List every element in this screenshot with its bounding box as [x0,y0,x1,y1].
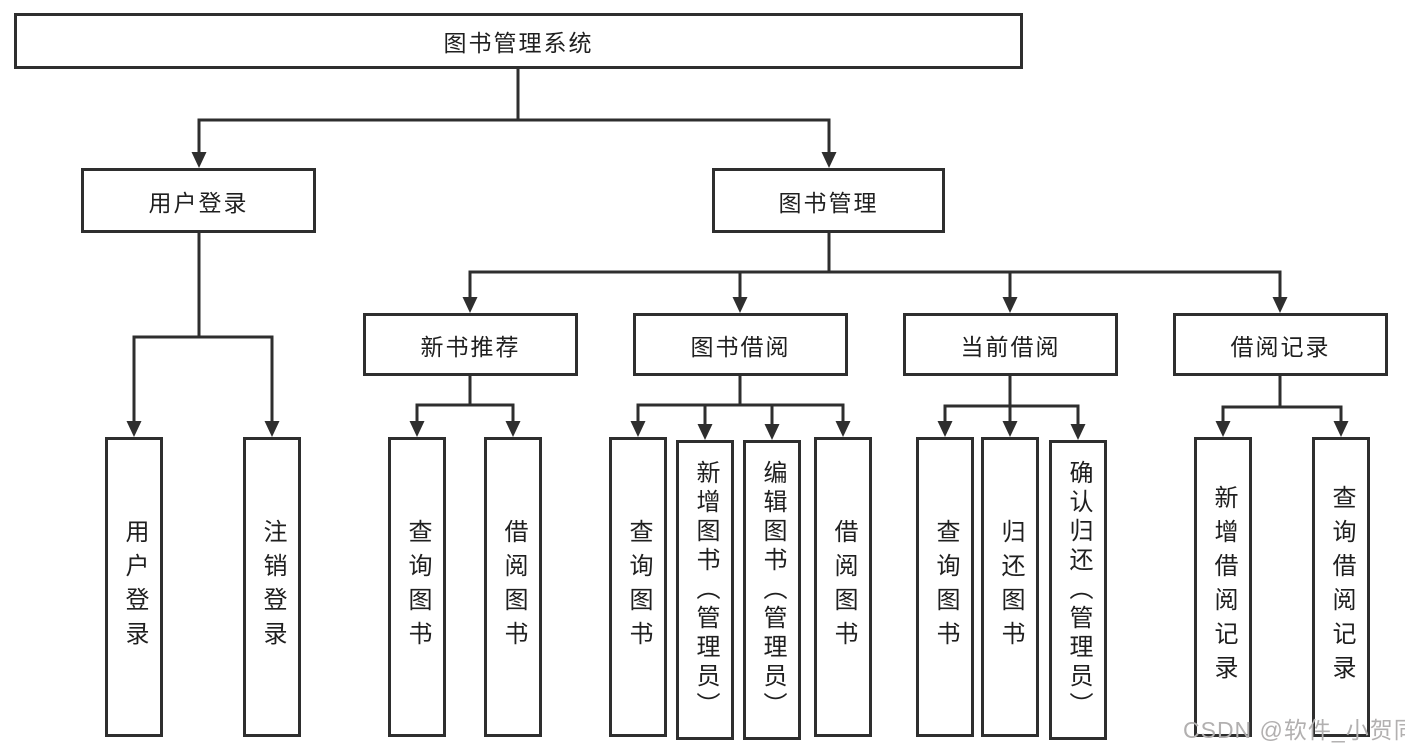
leaf-query-books-3: 查询图书 [916,437,974,737]
node-label: 新书推荐 [420,333,521,360]
leaf-return-books: 归还图书 [981,437,1039,737]
leaf-label: 查询图书 [625,519,652,655]
leaf-logout: 注销登录 [243,437,301,737]
leaf-label: 注销登录 [259,519,286,655]
leaf-query-borrow-record: 查询借阅记录 [1312,437,1370,737]
leaf-confirm-return-admin: 确认归还（管理员） [1049,440,1107,740]
leaf-label: 编辑图书（管理员） [759,459,786,721]
node-label: 借阅记录 [1230,333,1331,360]
leaf-label: 确认归还（管理员） [1065,459,1092,721]
leaf-label: 新增借阅记录 [1210,485,1237,689]
node-new-book-recommend: 新书推荐 [363,313,578,376]
node-book-borrow: 图书借阅 [633,313,848,376]
node-label: 图书管理系统 [443,30,594,56]
leaf-query-books: 查询图书 [388,437,446,737]
csdn-watermark: CSDN @软件_小贺同学 [1183,717,1405,743]
leaf-label: 查询借阅记录 [1328,485,1355,689]
node-borrow-records: 借阅记录 [1173,313,1388,376]
leaf-label: 借阅图书 [500,519,527,655]
leaf-borrow-books: 借阅图书 [484,437,542,737]
node-label: 图书管理 [778,189,879,216]
leaf-edit-books-admin: 编辑图书（管理员） [743,440,801,740]
node-current-borrow: 当前借阅 [903,313,1118,376]
leaf-user-login: 用户登录 [105,437,163,737]
leaf-label: 归还图书 [997,519,1024,655]
leaf-label: 查询图书 [404,519,431,655]
leaf-label: 借阅图书 [830,519,857,655]
node-label: 用户登录 [148,189,249,216]
node-label: 当前借阅 [960,333,1061,360]
node-user-login: 用户登录 [81,168,316,233]
leaf-query-books-2: 查询图书 [609,437,667,737]
leaf-add-books-admin: 新增图书（管理员） [676,440,734,740]
leaf-label: 新增图书（管理员） [692,459,719,721]
leaf-add-borrow-record: 新增借阅记录 [1194,437,1252,737]
leaf-label: 用户登录 [121,519,148,655]
leaf-label: 查询图书 [932,519,959,655]
node-book-management: 图书管理 [712,168,945,233]
node-label: 图书借阅 [690,333,791,360]
node-root-library-management-system: 图书管理系统 [14,13,1023,69]
leaf-borrow-books-2: 借阅图书 [814,437,872,737]
